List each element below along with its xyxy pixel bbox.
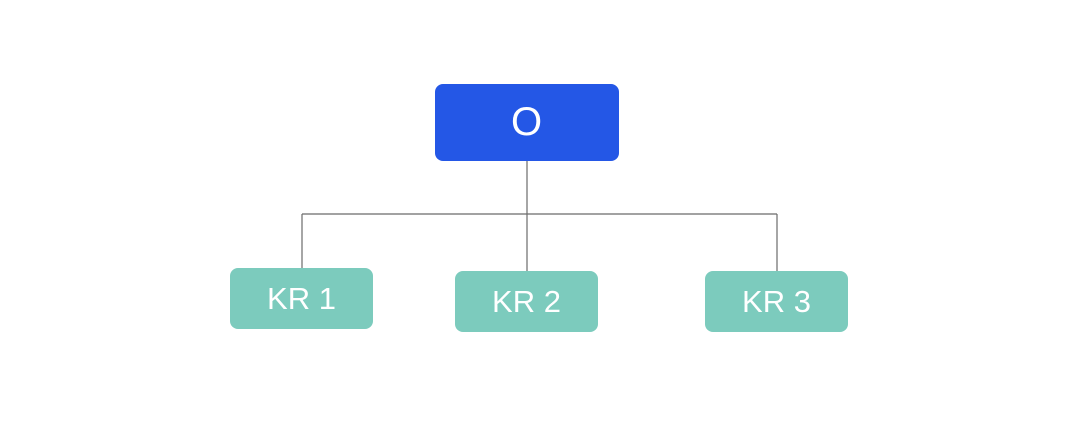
objective-label: O — [510, 100, 544, 144]
objective-node: O — [435, 84, 619, 161]
key-result-node-3: KR 3 — [705, 271, 848, 332]
key-result-label-3: KR 3 — [742, 283, 811, 319]
key-result-label-2: KR 2 — [492, 283, 561, 319]
key-result-node-2: KR 2 — [455, 271, 598, 332]
key-result-label-1: KR 1 — [267, 280, 336, 316]
key-result-node-1: KR 1 — [230, 268, 373, 329]
